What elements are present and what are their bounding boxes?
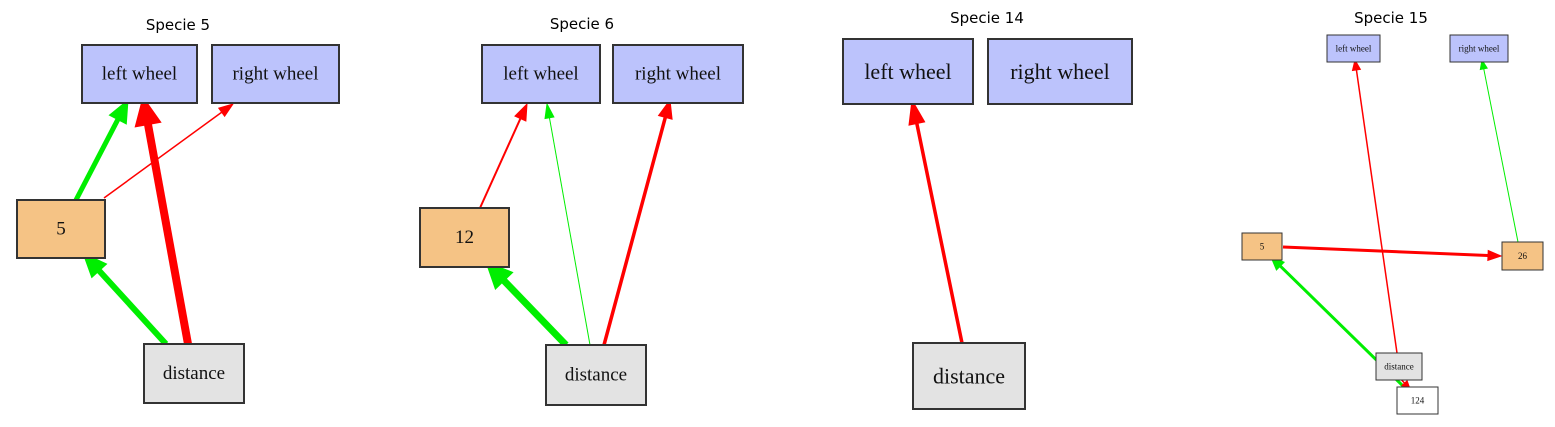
edge-hidden-12-to-left-wheel xyxy=(479,102,528,209)
panel-specie-15: Specie 15 left wheel right wheel 5 26 distanc… xyxy=(1241,9,1544,415)
panel-title: Specie 5 xyxy=(146,16,210,34)
node-label: 5 xyxy=(1260,242,1265,252)
node-label: distance xyxy=(163,363,225,384)
node-distance: distance xyxy=(1375,352,1423,381)
node-hidden-124: 124 xyxy=(1396,386,1439,415)
node-hidden-5: 5 xyxy=(1241,232,1283,261)
edge-distance-to-right-wheel xyxy=(602,98,673,346)
node-label: distance xyxy=(933,364,1005,389)
node-label: right wheel xyxy=(232,64,318,85)
node-label: distance xyxy=(565,365,627,386)
edge-distance-to-hidden-5 xyxy=(82,252,169,347)
panel-specie-6: Specie 6 left wheel right wheel 12 distance xyxy=(419,15,744,406)
node-label: 26 xyxy=(1518,251,1528,261)
node-label: 12 xyxy=(455,227,474,248)
edge-distance-to-hidden-12 xyxy=(485,261,569,348)
node-right-wheel: right wheel xyxy=(987,38,1133,105)
node-label: right wheel xyxy=(635,64,721,85)
node-right-wheel: right wheel xyxy=(1449,34,1509,63)
panel-title: Specie 14 xyxy=(950,9,1024,27)
panel-specie-5: Specie 5 left wheel right wheel 5 distance xyxy=(16,16,340,404)
node-hidden-12: 12 xyxy=(419,207,510,268)
panel-specie-14: Specie 14 left wheel right wheel distance xyxy=(842,9,1133,410)
panel-title: Specie 15 xyxy=(1354,9,1428,27)
edge-distance-to-left-wheel xyxy=(544,102,591,346)
node-hidden-26: 26 xyxy=(1501,241,1544,271)
edge-distance-to-left-wheel xyxy=(1351,58,1398,354)
node-left-wheel: left wheel xyxy=(842,38,974,105)
node-distance: distance xyxy=(545,344,647,406)
node-hidden-5: 5 xyxy=(16,199,106,259)
node-distance: distance xyxy=(912,342,1026,410)
panel-title: Specie 6 xyxy=(550,15,614,33)
node-label: right wheel xyxy=(1010,59,1110,84)
node-right-wheel: right wheel xyxy=(612,44,744,104)
edge-hidden-26-to-right-wheel xyxy=(1479,58,1519,243)
node-label: left wheel xyxy=(503,64,578,85)
node-left-wheel: left wheel xyxy=(481,44,601,104)
edge-distance-to-left-wheel xyxy=(134,95,192,345)
node-label: left wheel xyxy=(102,64,177,85)
node-label: right wheel xyxy=(1459,44,1500,54)
node-label: 5 xyxy=(56,219,66,240)
node-right-wheel: right wheel xyxy=(211,44,340,104)
node-distance: distance xyxy=(143,343,245,404)
node-label: distance xyxy=(1384,362,1414,372)
edge-hidden-5-to-left-wheel xyxy=(73,98,129,202)
edge-hidden-5-to-hidden-26 xyxy=(1282,245,1503,262)
node-label: 124 xyxy=(1411,396,1425,406)
edge-distance-to-left-wheel xyxy=(908,98,964,344)
node-left-wheel: left wheel xyxy=(81,44,198,104)
node-label: left wheel xyxy=(1336,44,1372,54)
edge-hidden-5-to-right-wheel xyxy=(103,103,235,199)
node-label: left wheel xyxy=(864,59,951,84)
node-left-wheel: left wheel xyxy=(1326,34,1381,63)
